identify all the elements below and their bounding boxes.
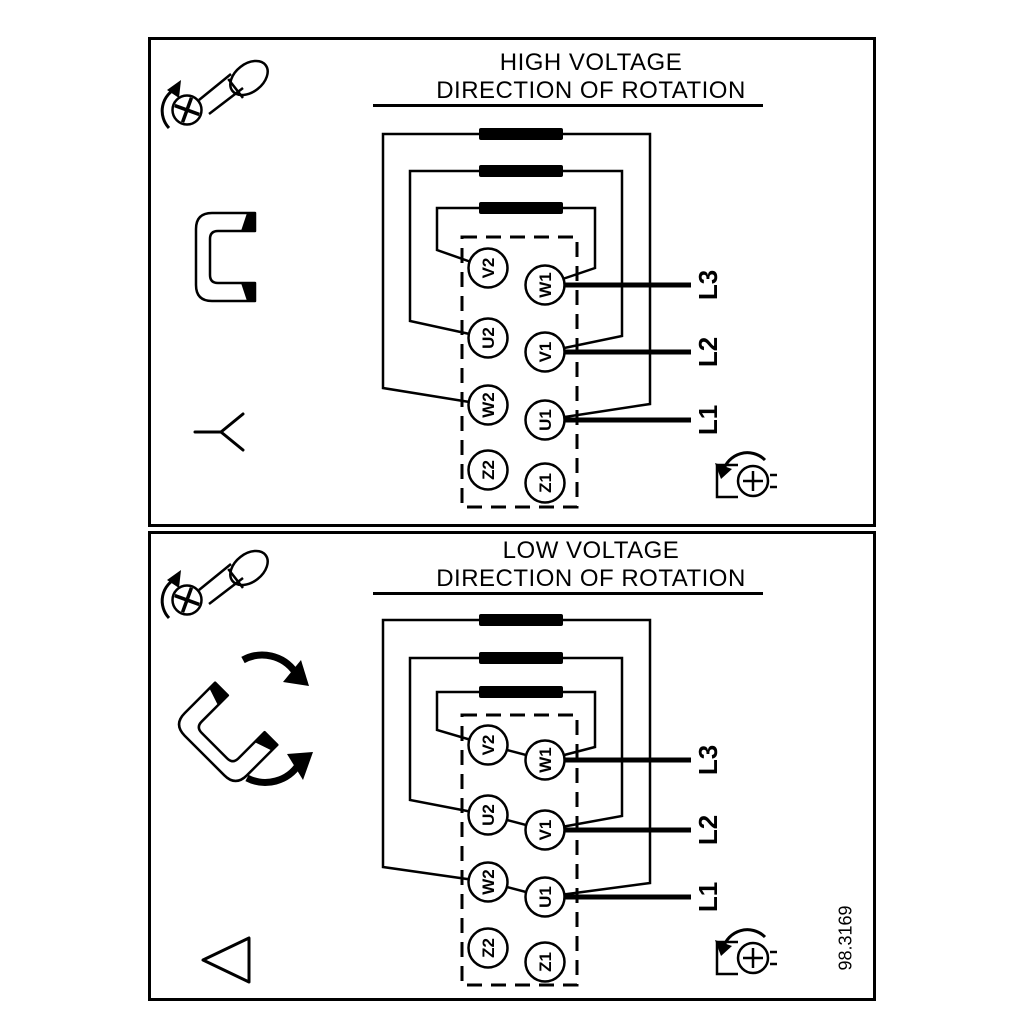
terminal-label: Z2 xyxy=(479,938,498,958)
terminal-circle xyxy=(524,399,566,441)
supply-line-label-l1: L1 xyxy=(693,882,723,912)
terminal-circle xyxy=(467,384,509,426)
terminal-label: W2 xyxy=(479,392,498,418)
terminals: V2 W1 U2 V1 W2 U1 Z2 Z1 xyxy=(467,724,566,983)
terminal-label: U1 xyxy=(536,886,555,908)
terminal-board-outline xyxy=(460,713,579,987)
terminal-label: V1 xyxy=(536,820,555,841)
terminal-circle xyxy=(524,876,566,918)
low-voltage-diagram: LOW VOLTAGE DIRECTION OF ROTATION xyxy=(160,537,855,987)
arrow-head xyxy=(167,570,181,588)
terminal-label: Z1 xyxy=(536,473,555,493)
terminals: V2 W1 U2 V1 W2 U1 Z2 Z1 xyxy=(467,247,566,504)
terminal-label: W1 xyxy=(536,272,555,298)
supply-line-label-l2: L2 xyxy=(693,337,723,367)
supply-line-label-l3: L3 xyxy=(693,745,723,775)
terminal-label: W1 xyxy=(536,747,555,773)
jumper-move-arrows xyxy=(241,651,313,786)
jumper-bars xyxy=(479,128,563,214)
terminal-label: U1 xyxy=(536,409,555,431)
jumper-bars xyxy=(479,614,563,698)
terminal-label: V2 xyxy=(479,735,498,756)
panel-title-line1: HIGH VOLTAGE xyxy=(500,49,682,76)
arrow-head xyxy=(167,80,181,98)
terminal-circle xyxy=(524,809,566,851)
title-underline xyxy=(373,104,763,107)
terminal-label: V2 xyxy=(479,258,498,279)
terminal-circle xyxy=(467,724,509,766)
supply-lines xyxy=(545,757,691,900)
terminal-circle xyxy=(467,861,509,903)
screw-icon xyxy=(160,549,269,620)
figure-number: 98.3169 xyxy=(835,905,855,970)
supply-line-label-l1: L1 xyxy=(693,405,723,435)
rotation-direction-icon xyxy=(715,451,777,499)
terminal-label: Z1 xyxy=(536,952,555,972)
supply-lines xyxy=(545,282,691,423)
panel-title-line2: DIRECTION OF ROTATION xyxy=(436,77,746,104)
arrow-head xyxy=(715,463,732,479)
rotation-direction-icon xyxy=(715,928,777,976)
supply-line-label-l3: L3 xyxy=(693,270,723,300)
terminal-circle xyxy=(524,264,566,306)
terminal-circle xyxy=(467,794,509,836)
panel-title-line1: LOW VOLTAGE xyxy=(503,537,680,564)
panel-title-line2: DIRECTION OF ROTATION xyxy=(436,565,746,592)
arrow-head xyxy=(283,660,309,686)
terminal-circle xyxy=(524,462,566,504)
screw-icon xyxy=(160,59,269,130)
jumper-link-icon xyxy=(177,681,279,783)
terminal-circle xyxy=(524,739,566,781)
supply-line-label-l2: L2 xyxy=(693,815,723,845)
terminal-board-outline xyxy=(460,235,579,509)
jumper-link-icon xyxy=(194,211,257,303)
panel-low-voltage: LOW VOLTAGE DIRECTION OF ROTATION xyxy=(148,531,876,1001)
terminal-circle xyxy=(467,317,509,359)
delta-connection-icon xyxy=(201,936,251,984)
terminal-circle xyxy=(524,331,566,373)
terminal-circle xyxy=(467,247,509,289)
panel-high-voltage: HIGH VOLTAGE DIRECTION OF ROTATION xyxy=(148,37,876,527)
terminal-label: Z2 xyxy=(479,460,498,480)
arrow-head xyxy=(715,940,732,956)
terminal-circle xyxy=(467,927,509,969)
terminal-circle xyxy=(524,941,566,983)
terminal-circle xyxy=(467,449,509,491)
terminal-label: W2 xyxy=(479,869,498,895)
terminal-label: V1 xyxy=(536,342,555,363)
high-voltage-diagram: HIGH VOLTAGE DIRECTION OF ROTATION xyxy=(160,49,777,509)
star-connection-icon xyxy=(193,412,245,452)
arrow-head xyxy=(287,752,313,780)
terminal-label: U2 xyxy=(479,804,498,826)
title-underline xyxy=(373,592,763,595)
terminal-label: U2 xyxy=(479,327,498,349)
